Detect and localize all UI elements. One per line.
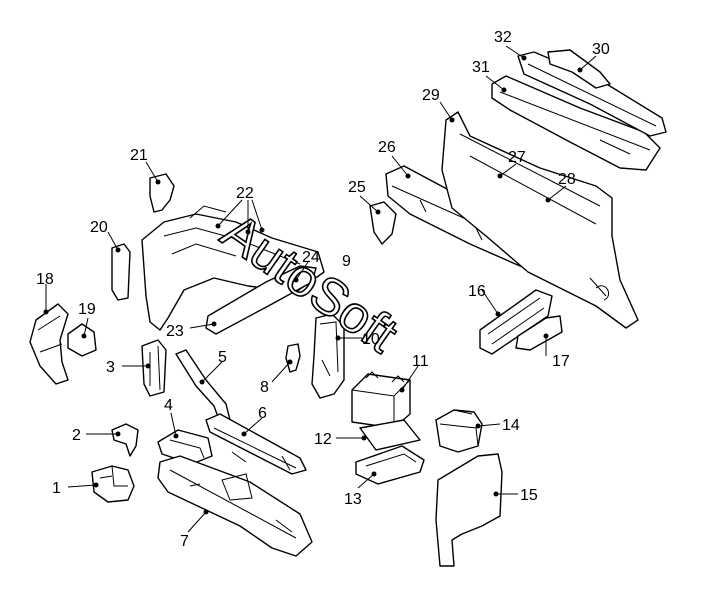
part-18-shape: [29, 303, 69, 385]
leader-11: [401, 365, 419, 391]
callout-4: 4: [164, 397, 173, 414]
part-4-shape: [157, 429, 213, 465]
callout-1: 1: [52, 480, 61, 497]
callout-2: 2: [72, 427, 81, 444]
callout-25: 25: [348, 179, 366, 196]
callout-29: 29: [422, 87, 440, 104]
leader-16: [481, 289, 499, 315]
leader-8: [271, 361, 291, 383]
callout-22: 22: [236, 185, 254, 202]
leader-32: [505, 45, 525, 59]
leader-22c: [251, 199, 263, 231]
leader-14: [477, 423, 501, 427]
callout-23: 23: [166, 323, 184, 340]
leader-30: [579, 55, 597, 71]
part-29-shape: [441, 111, 639, 329]
leader-6: [243, 417, 263, 435]
leader-20: [107, 231, 119, 251]
callout-28: 28: [558, 171, 576, 188]
callout-32: 32: [494, 29, 512, 46]
callout-7: 7: [180, 533, 189, 550]
leader-22a: [217, 199, 243, 227]
part-1-shape: [91, 465, 135, 503]
leader-21: [145, 161, 159, 183]
part-11-shape: [351, 373, 411, 429]
callout-6: 6: [258, 405, 267, 422]
part-31-shape: [491, 75, 661, 171]
callout-10: 10: [362, 331, 380, 348]
callout-9: 9: [342, 253, 351, 270]
part-19-shape: [67, 323, 97, 357]
part-3-shape: [141, 339, 167, 397]
callout-5: 5: [218, 349, 227, 366]
callout-12: 12: [314, 431, 332, 448]
callout-27: 27: [508, 149, 526, 166]
callout-17: 17: [552, 353, 570, 370]
part-23-shape: [205, 265, 317, 335]
callout-30: 30: [592, 41, 610, 58]
callout-14: 14: [502, 417, 520, 434]
leader-5: [201, 361, 223, 383]
part-12-shape: [359, 419, 421, 451]
part-14-shape: [435, 409, 483, 453]
callout-19: 19: [78, 301, 96, 318]
callout-3: 3: [106, 359, 115, 376]
leader-23: [189, 323, 215, 329]
leader-27: [499, 163, 517, 177]
callout-11: 11: [412, 353, 429, 370]
part-21-shape: [149, 173, 175, 213]
part-13-shape: [355, 445, 425, 485]
leader-28: [547, 185, 567, 201]
callout-26: 26: [378, 139, 396, 156]
part-6-shape: [205, 413, 307, 475]
leader-26: [391, 155, 409, 177]
part-17-shape: [515, 315, 563, 351]
leader-13: [357, 473, 375, 489]
callout-20: 20: [90, 219, 108, 236]
callout-21: 21: [130, 147, 148, 164]
part-2-shape: [111, 423, 139, 457]
callout-31: 31: [472, 59, 490, 76]
leader-1: [67, 484, 97, 488]
leader-19: [83, 317, 89, 337]
leader-31: [485, 75, 505, 91]
part-shapes: [29, 49, 667, 567]
callout-labels: 1 2 3 4 5 6 7 8 9 10 11 12 13 14 15 16 1…: [36, 29, 610, 550]
leader-7: [187, 511, 207, 533]
leader-24: [295, 261, 309, 281]
callout-18: 18: [36, 271, 54, 288]
callout-16: 16: [468, 283, 486, 300]
callout-8: 8: [260, 379, 269, 396]
part-20-shape: [111, 243, 131, 301]
part-16-shape: [479, 289, 553, 355]
leader-4: [170, 412, 177, 437]
part-8-shape: [285, 343, 301, 373]
callout-15: 15: [520, 487, 538, 504]
part-15-shape: [435, 453, 503, 567]
leader-lines: [43, 45, 597, 533]
callout-13: 13: [344, 491, 362, 508]
leader-29: [439, 101, 453, 121]
callout-24: 24: [302, 249, 320, 266]
part-7-shape: [157, 455, 313, 557]
part-10-shape: [311, 313, 345, 399]
leader-25: [359, 195, 379, 213]
